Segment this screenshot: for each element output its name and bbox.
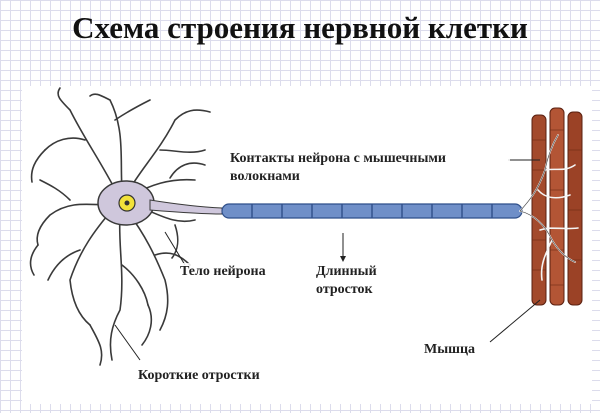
label-long-process: Длинный отросток	[316, 263, 398, 299]
axon-hillock	[149, 199, 223, 215]
muscle	[531, 107, 583, 306]
diagram-panel	[22, 86, 592, 404]
axon	[221, 203, 523, 219]
slide-title: Схема строения нервной клетки	[72, 10, 528, 45]
pointer-short-processes	[114, 324, 141, 361]
label-short-processes: Короткие отростки	[138, 367, 260, 385]
pointer-lines	[114, 159, 541, 361]
label-neuron-body: Тело нейрона	[180, 263, 266, 281]
nucleolus	[124, 200, 130, 206]
pointer-long-process-arrow	[340, 256, 346, 262]
pointer-body	[164, 231, 186, 266]
label-contacts: Контакты нейрона с мышечными волокнами	[230, 150, 510, 186]
label-muscle: Мышца	[424, 341, 476, 359]
pointer-muscle	[489, 299, 541, 343]
axon-terminal-outline	[519, 134, 576, 263]
dendrites	[29, 87, 211, 366]
